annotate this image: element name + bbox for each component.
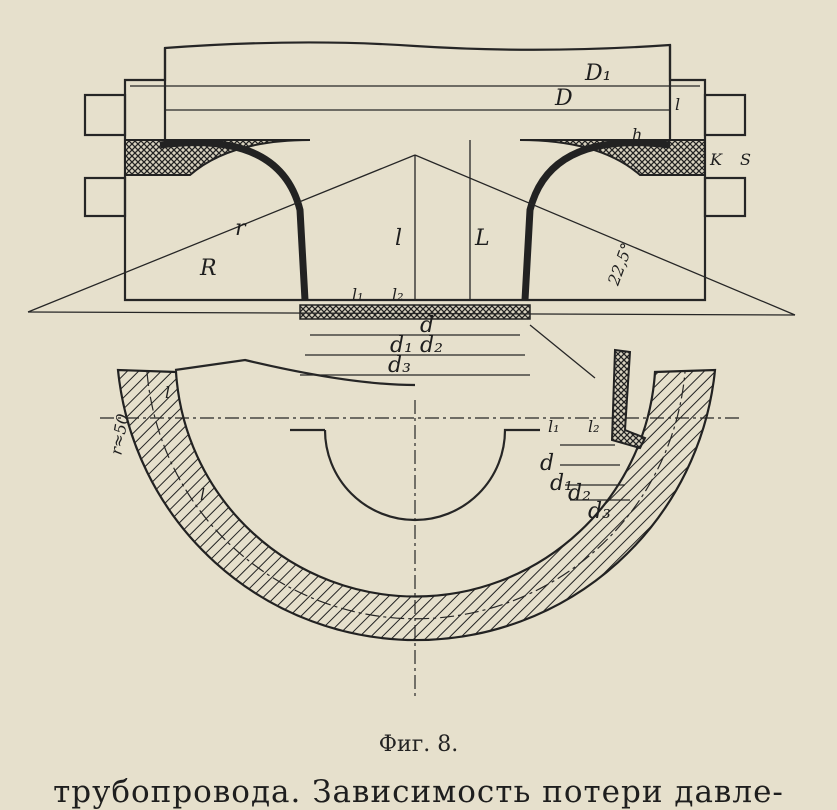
label-ring-l2: l <box>200 485 205 504</box>
body-text-line: трубопровода. Зависимость потери давле- <box>53 774 784 810</box>
bellows-right <box>521 139 671 301</box>
label-ring-l: l <box>165 383 170 402</box>
bottom-plate <box>299 304 531 320</box>
label-ring-r50: r≈50 <box>106 412 132 456</box>
label-angle: 22,5° <box>604 240 637 288</box>
detail-profile <box>610 348 647 450</box>
base-line <box>27 311 796 316</box>
leader-detail <box>529 324 596 379</box>
ring-top-edge <box>174 358 416 387</box>
label-d: d <box>420 313 434 338</box>
lug-bottom-left <box>83 176 127 218</box>
label-R: R <box>199 256 217 281</box>
label-l2: l₂ <box>392 285 404 304</box>
lug-top-left <box>83 93 127 137</box>
lug-top-right <box>703 93 747 137</box>
label-L: L <box>474 226 490 251</box>
label-d2: d₂ <box>420 333 443 358</box>
radius-line-right <box>414 154 796 316</box>
label-detail-d: d <box>540 451 554 476</box>
label-l-top: l <box>675 95 680 114</box>
pipe-semicircle <box>323 428 540 522</box>
compensator-section: D₁ D l h K S r R l L 22,5° l₁ l₂ d d₁ d₂… <box>27 41 796 379</box>
label-detail-d3: d₃ <box>588 499 611 524</box>
label-d3: d₃ <box>388 353 411 378</box>
label-h: h <box>632 125 642 144</box>
ring-center-line <box>146 371 686 620</box>
label-detail-d2: d₂ <box>568 481 591 506</box>
ring-plan-view: l r≈50 l l₁ l₂ d d₁ d₂ d₃ <box>100 348 740 700</box>
figure-caption: Фиг. 8. <box>378 732 459 757</box>
label-D: D <box>554 86 573 111</box>
label-r: r <box>235 216 247 241</box>
bellows-left <box>159 139 309 301</box>
ring-half <box>116 368 717 642</box>
label-detail-l1: l₁ <box>548 417 560 436</box>
lug-bottom-right <box>703 176 747 218</box>
label-l: l <box>395 226 402 251</box>
label-D1: D₁ <box>584 61 611 86</box>
label-l1: l₁ <box>352 285 364 304</box>
label-detail-d1: d₁ <box>550 471 573 496</box>
label-K: K <box>709 150 723 169</box>
radius-line-left <box>27 154 416 313</box>
label-S: S <box>740 150 751 169</box>
label-d1: d₁ <box>390 333 413 358</box>
label-detail-l2: l₂ <box>588 417 600 436</box>
